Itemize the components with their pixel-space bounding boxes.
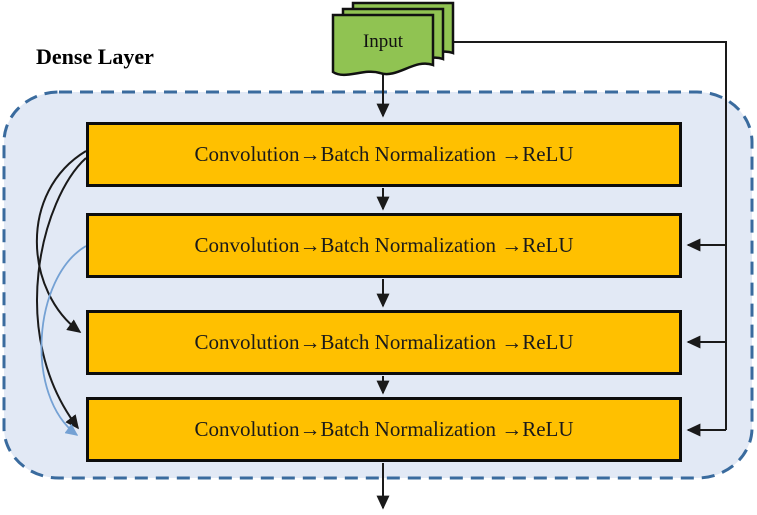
conv-bn-relu-block-4: Convolution→Batch Normalization →ReLU (86, 397, 682, 462)
conv-bn-relu-block-1: Convolution→Batch Normalization →ReLU (86, 122, 682, 187)
conv-bn-relu-block-2: Convolution→Batch Normalization →ReLU (86, 213, 682, 278)
dense-layer-title: Dense Layer (36, 44, 154, 69)
input-label: Input (362, 31, 404, 52)
dense-layer-container (2, 90, 754, 480)
input-doc-front (331, 13, 435, 77)
skip-block2-to-block4 (40, 245, 87, 436)
input-feed-right-lines (450, 41, 727, 437)
input-document-stack (331, 1, 455, 77)
skip-connections-left (35, 150, 87, 436)
skip-block1-to-block4 (36, 157, 87, 430)
skip-block1-to-block3 (35, 150, 87, 333)
conv-bn-relu-block-3: Convolution→Batch Normalization →ReLU (86, 310, 682, 375)
